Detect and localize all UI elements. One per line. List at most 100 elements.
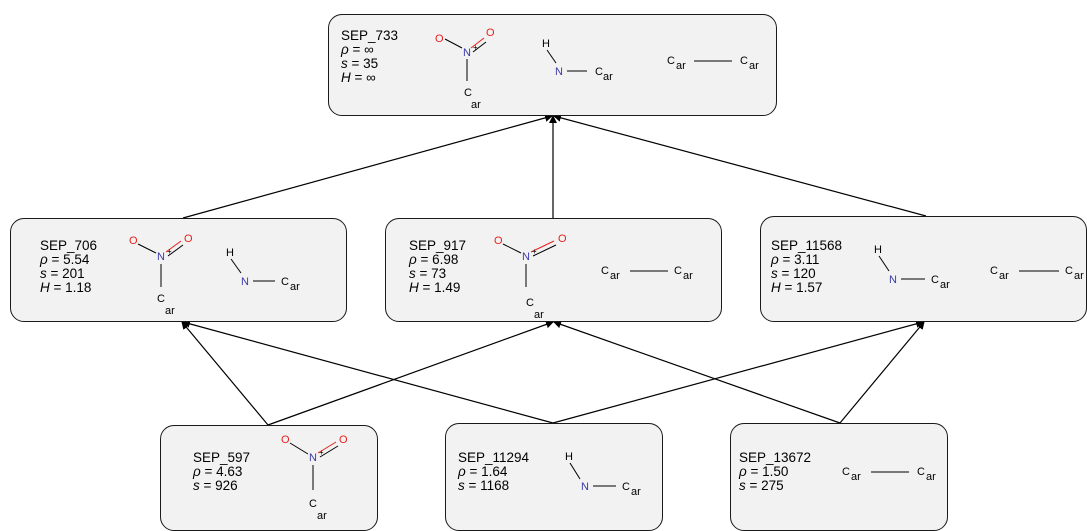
node-id: SEP_11568 <box>771 238 843 253</box>
cc-fragment: C ar C ar <box>990 265 1084 282</box>
carbon-atom: C <box>931 274 939 286</box>
s-label: s <box>409 266 416 281</box>
hydrogen-atom: H <box>226 247 234 259</box>
rho-value: 1.64 <box>481 464 508 479</box>
cc-fragment: C ar C ar <box>667 55 759 72</box>
carbon-atom: C <box>740 55 748 67</box>
rho-label: ρ <box>739 464 747 479</box>
oxygen-atom: O <box>486 27 495 39</box>
carbon-atom: C <box>667 55 675 67</box>
s-label: s <box>458 478 465 493</box>
svg-text:ar: ar <box>940 279 950 291</box>
node-sep-917[interactable]: SEP_917 ρ = 6.98 s = 73 H = 1.49 O O N +… <box>385 218 722 322</box>
h-label: H <box>40 280 50 295</box>
carbon-atom: C <box>595 66 603 78</box>
node-id: SEP_706 <box>40 238 98 253</box>
svg-text:ar: ar <box>999 270 1009 282</box>
svg-text:ar: ar <box>610 270 620 282</box>
node-sep-11568[interactable]: SEP_11568 ρ = 3.11 s = 120 H = 1.57 H N … <box>760 216 1087 322</box>
h-value: ∞ <box>366 70 376 85</box>
svg-text:ar: ar <box>317 510 327 522</box>
h-label: H <box>409 280 419 295</box>
carbon-atom: C <box>281 276 289 288</box>
svg-text:ar: ar <box>165 305 175 317</box>
rho-value: 6.98 <box>432 252 459 267</box>
carbon-atom: C <box>157 293 165 305</box>
rho-label: ρ <box>458 464 466 479</box>
s-value: 201 <box>62 266 85 281</box>
oxygen-atom: O <box>558 233 567 245</box>
node-sep-13672[interactable]: SEP_13672 ρ = 1.50 s = 275 C ar C ar <box>730 423 948 531</box>
cc-fragment: C ar C ar <box>601 265 693 282</box>
node-id: SEP_13672 <box>739 450 812 465</box>
amine-fragment: H N C ar <box>226 247 300 293</box>
carbon-atom: C <box>464 87 472 99</box>
node-stats: SEP_11568 ρ = 3.11 s = 120 H = 1.57 <box>771 238 843 295</box>
carbon-atom: C <box>842 466 850 478</box>
node-stats: SEP_597 ρ = 4.63 s = 926 <box>193 450 251 493</box>
s-value: 926 <box>215 478 238 493</box>
edge-11294-to-11568 <box>552 319 924 424</box>
edge-706-to-733 <box>182 114 553 219</box>
edge-597-to-917 <box>267 320 554 426</box>
edge-13672-to-917 <box>553 320 841 424</box>
node-stats: SEP_706 ρ = 5.54 s = 201 H = 1.18 <box>40 238 98 295</box>
svg-text:+: + <box>532 247 537 256</box>
svg-text:ar: ar <box>926 471 936 483</box>
carbon-atom: C <box>674 265 682 277</box>
s-value: 275 <box>761 478 784 493</box>
carbon-atom: C <box>601 265 609 277</box>
s-label: s <box>40 266 47 281</box>
node-id: SEP_917 <box>409 238 467 253</box>
rho-label: ρ <box>409 252 417 267</box>
s-value: 1168 <box>480 478 510 493</box>
rho-value: 1.50 <box>762 464 789 479</box>
svg-text:ar: ar <box>290 281 300 293</box>
svg-text:+: + <box>319 448 324 457</box>
s-label: s <box>771 266 778 281</box>
svg-text:+: + <box>167 247 172 256</box>
node-sep-597[interactable]: SEP_597 ρ = 4.63 s = 926 O O N + C ar <box>160 425 378 531</box>
svg-text:ar: ar <box>749 60 759 72</box>
svg-text:ar: ar <box>534 309 544 321</box>
nitrogen-atom: N <box>463 47 471 59</box>
s-value: 120 <box>793 266 816 281</box>
s-label: s <box>739 478 746 493</box>
node-stats: SEP_917 ρ = 6.98 s = 73 H = 1.49 <box>409 238 467 295</box>
carbon-atom: C <box>526 297 534 309</box>
rho-label: ρ <box>771 252 779 267</box>
h-value: 1.49 <box>434 280 461 295</box>
node-id: SEP_597 <box>193 450 251 465</box>
oxygen-atom: O <box>339 434 348 446</box>
rho-value: 4.63 <box>216 464 243 479</box>
h-value: 1.57 <box>796 280 823 295</box>
nitrogen-atom: N <box>522 251 530 263</box>
node-id: SEP_733 <box>341 28 399 43</box>
svg-text:+: + <box>473 43 478 52</box>
rho-value: 5.54 <box>63 252 90 267</box>
edge-13672-to-11568 <box>839 321 925 424</box>
edge-11294-to-706 <box>182 319 554 424</box>
nitrogen-atom: N <box>309 452 317 464</box>
node-sep-706[interactable]: SEP_706 ρ = 5.54 s = 201 H = 1.18 O O N … <box>10 218 347 322</box>
hydrogen-atom: H <box>565 451 573 463</box>
svg-text:ar: ar <box>676 60 686 72</box>
node-sep-733[interactable]: SEP_733 ρ = ∞ s = 35 H = ∞ O O N + C ar … <box>328 14 777 116</box>
svg-text:ar: ar <box>603 71 613 83</box>
nitro-fragment: O O N + C ar <box>435 27 495 111</box>
amine-fragment: H N C ar <box>565 451 641 498</box>
oxygen-atom: O <box>281 434 290 446</box>
carbon-atom: C <box>990 265 998 277</box>
rho-label: ρ <box>40 252 48 267</box>
h-label: H <box>341 70 351 85</box>
node-stats: SEP_733 ρ = ∞ s = 35 H = ∞ <box>341 28 399 85</box>
rho-label: ρ <box>341 42 349 57</box>
svg-text:ar: ar <box>851 471 861 483</box>
node-sep-11294[interactable]: SEP_11294 ρ = 1.64 s = 1168 H N C ar <box>445 423 663 531</box>
cc-fragment: C ar C ar <box>842 466 936 483</box>
oxygen-atom: O <box>184 233 193 245</box>
oxygen-atom: O <box>435 33 444 45</box>
h-value: 1.18 <box>65 280 92 295</box>
carbon-atom: C <box>309 498 317 510</box>
